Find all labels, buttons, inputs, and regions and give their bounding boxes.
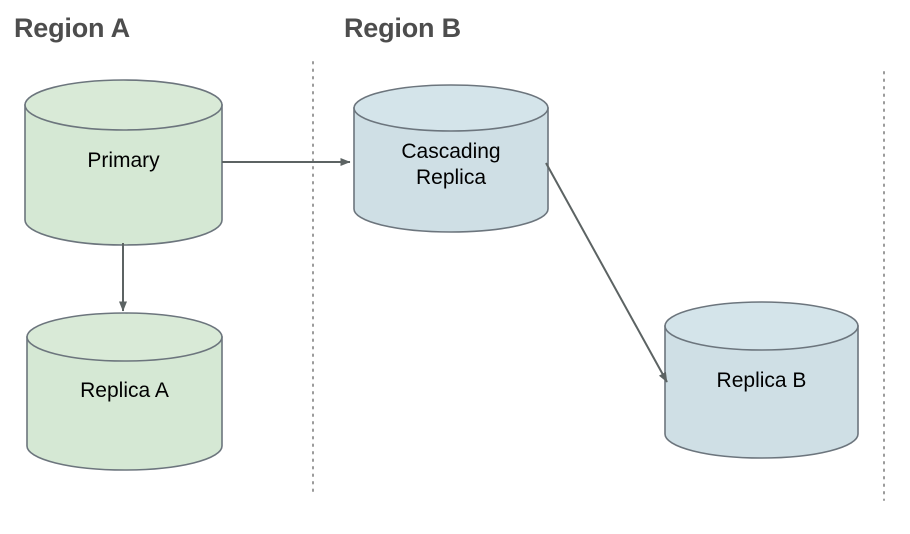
primary-cylinder-top	[24, 79, 223, 131]
cascading-replica-cylinder-top	[353, 84, 549, 132]
region-b-title: Region B	[344, 13, 461, 43]
node-cascading-replica[interactable]	[353, 84, 549, 233]
replica-b-cylinder-top	[664, 301, 859, 351]
primary-cylinder-body	[24, 104, 223, 246]
cascading-replica-cylinder-body	[353, 107, 549, 233]
node-primary[interactable]	[24, 79, 223, 246]
replica-a-cylinder-body	[26, 336, 223, 471]
edge-line	[545, 162, 668, 383]
node-replica-b[interactable]	[664, 301, 859, 459]
edge-cascading-replica-to-replica-b	[545, 162, 668, 383]
node-replica-a[interactable]	[26, 312, 223, 471]
region-a-title: Region A	[14, 13, 130, 43]
replica-a-cylinder-top	[26, 312, 223, 362]
replica-b-cylinder-body	[664, 325, 859, 459]
